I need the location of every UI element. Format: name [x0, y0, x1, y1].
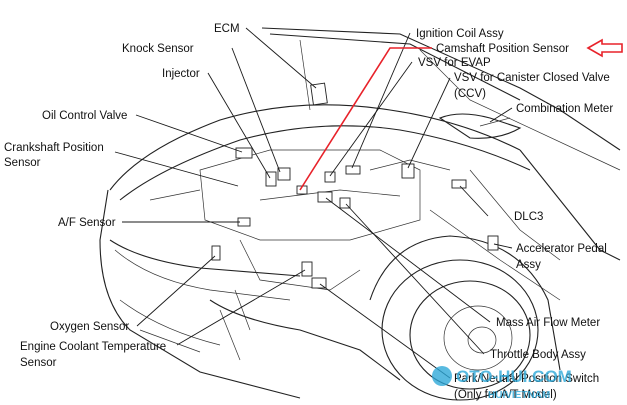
- vsv-evap-glyph: [324, 171, 336, 183]
- car-body-drawing: [99, 27, 621, 401]
- watermark-logo-icon: [432, 366, 452, 386]
- vsv-ccv-glyph: [401, 163, 415, 179]
- label-throttle-body-assy: Throttle Body Assy: [490, 349, 586, 361]
- watermark-line2: HUIVIETNAM: [488, 390, 550, 401]
- label-injector: Injector: [162, 68, 200, 80]
- label-vsv-evap: VSV for EVAP: [418, 57, 491, 69]
- dlc3-glyph: [451, 179, 467, 189]
- label-knock-sensor: Knock Sensor: [122, 43, 194, 55]
- accel-pedal-glyph: [487, 235, 499, 251]
- maf-glyph: [317, 191, 333, 203]
- component-glyphs: [211, 82, 499, 289]
- knock-sensor-glyph: [277, 167, 291, 181]
- oxygen-sensor-glyph: [211, 245, 221, 261]
- label-accelerator-pedal-2: Assy: [516, 259, 541, 271]
- label-camshaft-position-sensor: Camshaft Position Sensor: [436, 43, 569, 55]
- label-ignition-coil-assy: Ignition Coil Assy: [416, 28, 504, 40]
- label-oil-control-valve: Oil Control Valve: [42, 110, 127, 122]
- label-combination-meter: Combination Meter: [516, 103, 613, 115]
- camshaft-highlight-leader: [299, 47, 432, 191]
- ignition-coil-glyph: [345, 165, 361, 175]
- label-ecm: ECM: [214, 23, 240, 35]
- label-vsv-ccv-2: (CCV): [454, 88, 486, 100]
- injector-glyph: [265, 171, 277, 187]
- leader-lines: [114, 27, 623, 379]
- watermark: OTO-HUI.COM HUIVIETNAM: [432, 366, 572, 401]
- labels-right: Ignition Coil Assy Camshaft Position Sen…: [416, 28, 613, 401]
- label-crankshaft-position-2: Sensor: [4, 157, 41, 169]
- label-af-sensor: A/F Sensor: [58, 217, 116, 229]
- ecm-glyph: [310, 82, 328, 106]
- label-engine-coolant-1: Engine Coolant Temperature: [20, 341, 166, 353]
- label-oxygen-sensor: Oxygen Sensor: [50, 321, 129, 333]
- label-park-neutral-1: Park/Neutral Position Switch: [454, 373, 599, 385]
- coolant-sensor-glyph: [301, 261, 313, 277]
- label-crankshaft-position-1: Crankshaft Position: [4, 142, 104, 154]
- labels-left: ECM Knock Sensor Injector Oil Control Va…: [4, 23, 240, 369]
- throttle-body-glyph: [339, 197, 351, 209]
- watermark-line1: OTO-HUI.COM: [456, 367, 572, 386]
- camshaft-highlight-arrow: [586, 38, 623, 58]
- oil-control-valve-glyph: [235, 147, 253, 159]
- label-vsv-ccv-1: VSV for Canister Closed Valve: [454, 72, 610, 84]
- label-dlc3: DLC3: [514, 211, 543, 223]
- label-accelerator-pedal-1: Accelerator Pedal: [516, 243, 607, 255]
- label-mass-air-flow-meter: Mass Air Flow Meter: [496, 317, 600, 329]
- label-engine-coolant-2: Sensor: [20, 357, 57, 369]
- park-neutral-glyph: [311, 277, 327, 289]
- label-park-neutral-2: (Only for A/T Model): [454, 389, 557, 401]
